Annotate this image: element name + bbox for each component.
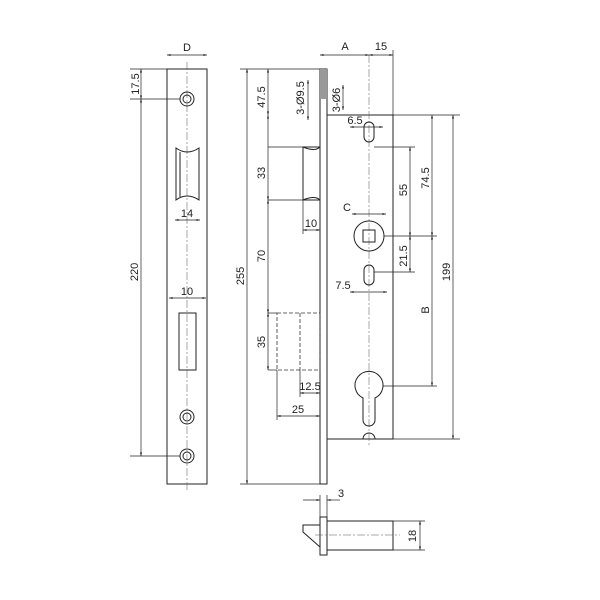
dim-c: C [343, 202, 351, 214]
dim-a: A [341, 41, 349, 53]
dim-74-5: 74.5 [420, 167, 432, 188]
hatch [320, 69, 327, 99]
front-view: D 17.5 220 14 10 [129, 42, 208, 492]
dim-55: 55 [398, 184, 410, 196]
dim-35: 35 [256, 336, 268, 348]
dim-3: 3 [338, 488, 344, 500]
faceplate-bottom [319, 516, 328, 556]
dim-b: B [420, 306, 432, 313]
dim-10-front: 10 [181, 286, 193, 298]
dim-6-5: 6.5 [347, 115, 362, 127]
dim-18: 18 [407, 530, 419, 542]
dim-7-5: 7.5 [335, 280, 350, 292]
dim-199: 199 [441, 263, 453, 281]
deadbolt-dashed [276, 312, 321, 371]
body-bottom [326, 520, 394, 551]
dim-47-5: 47.5 [256, 86, 268, 107]
screw-hole [179, 409, 195, 425]
dim-3-d9-5: 3-Ø9.5 [295, 81, 307, 115]
faceplate-side [319, 68, 328, 485]
dim-12-5: 12.5 [299, 381, 320, 393]
dim-17-5: 17.5 [130, 73, 142, 94]
bolt-slot [178, 312, 197, 371]
dim-14: 14 [181, 208, 193, 220]
latch-wedge [302, 524, 321, 548]
dim-33: 33 [256, 167, 268, 179]
latch-slot [175, 147, 200, 201]
dim-10-side: 10 [305, 218, 317, 230]
dim-220: 220 [129, 263, 141, 281]
slot-middle [363, 264, 375, 286]
cylinder-hole [354, 370, 384, 427]
dim-70: 70 [256, 250, 268, 262]
side-view: 255 47.5 33 70 35 10 12.5 25 3-Ø9.5 3-Ø6… [235, 41, 460, 485]
bottom-view: 3 18 [302, 488, 425, 556]
dim-25: 25 [292, 404, 304, 416]
dim-21-5: 21.5 [398, 245, 410, 266]
slot-top [363, 121, 375, 143]
latch-side [302, 146, 321, 201]
dim-255: 255 [235, 267, 247, 285]
lock-body [326, 114, 394, 440]
dim-d: D [183, 42, 191, 54]
dim-3-d6: 3-Ø6 [331, 88, 343, 112]
dim-15: 15 [375, 41, 387, 53]
